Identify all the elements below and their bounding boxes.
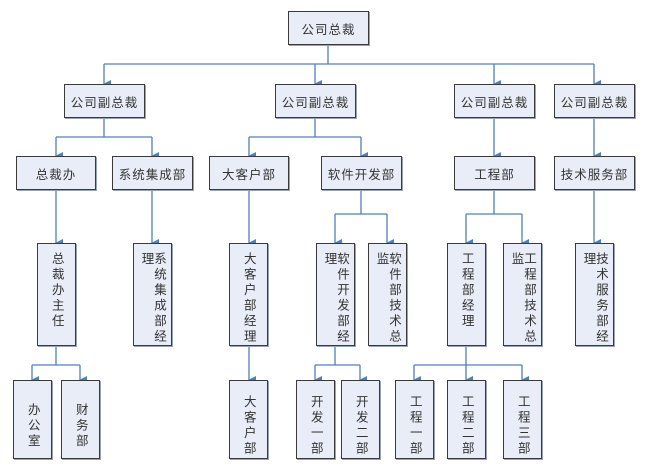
node-label: 技术服务部 bbox=[560, 166, 629, 182]
node-vp-1[interactable]: 公司副总裁 bbox=[64, 84, 145, 118]
node-label: 公司副总裁 bbox=[281, 94, 350, 110]
node-dept-key-accounts[interactable]: 大客户部 bbox=[209, 156, 289, 190]
node-unit-6[interactable]: 工程一部 bbox=[395, 380, 434, 459]
node-label: 开发二部 bbox=[353, 395, 369, 457]
node-label: 开发一部 bbox=[308, 395, 324, 457]
node-dept-president-office[interactable]: 总裁办 bbox=[16, 156, 96, 190]
node-manager-5[interactable]: 软件部技术总监 bbox=[368, 243, 407, 346]
node-unit-4[interactable]: 开发一部 bbox=[296, 380, 335, 459]
node-unit-7[interactable]: 工程二部 bbox=[447, 380, 486, 459]
node-label: 工程部技术总监 bbox=[509, 252, 538, 345]
node-manager-2[interactable]: 系统集成部经理 bbox=[133, 243, 172, 346]
node-unit-8[interactable]: 工程三部 bbox=[503, 380, 542, 459]
node-label: 工程一部 bbox=[407, 395, 423, 457]
node-dept-software-dev[interactable]: 软件开发部 bbox=[321, 156, 402, 190]
node-dept-tech-service[interactable]: 技术服务部 bbox=[554, 156, 635, 190]
node-label: 大客户部经理 bbox=[241, 252, 257, 345]
connector-vp2 bbox=[249, 118, 361, 138]
node-unit-2[interactable]: 财务部 bbox=[61, 380, 100, 459]
node-label: 系统集成部经理 bbox=[139, 252, 168, 345]
node-label: 公司副总裁 bbox=[560, 94, 629, 110]
node-manager-4[interactable]: 软件开发部经理 bbox=[316, 243, 355, 346]
node-label: 工程二部 bbox=[459, 395, 475, 457]
node-label: 总裁办主任 bbox=[49, 252, 65, 330]
node-label: 软件开发部 bbox=[327, 166, 396, 182]
node-label: 技术服务部经理 bbox=[581, 252, 610, 345]
node-unit-3[interactable]: 大客户部 bbox=[229, 380, 268, 459]
node-manager-3[interactable]: 大客户部经理 bbox=[229, 243, 268, 346]
node-label: 大客户部 bbox=[241, 395, 257, 457]
node-label: 公司副总裁 bbox=[70, 94, 139, 110]
node-label: 软件开发部经理 bbox=[322, 252, 351, 345]
node-label: 工程部 bbox=[474, 166, 515, 182]
node-label: 办公室 bbox=[25, 403, 41, 450]
node-president[interactable]: 公司总裁 bbox=[288, 11, 369, 45]
node-vp-4[interactable]: 公司副总裁 bbox=[554, 84, 635, 118]
node-label: 系统集成部 bbox=[118, 166, 187, 182]
node-label: 财务部 bbox=[73, 403, 89, 450]
connector-vp1 bbox=[56, 118, 152, 138]
node-manager-6[interactable]: 工程部经理 bbox=[447, 243, 486, 346]
node-unit-1[interactable]: 办公室 bbox=[13, 380, 52, 459]
node-manager-1[interactable]: 总裁办主任 bbox=[37, 243, 76, 346]
connector-top-to-vps bbox=[104, 45, 594, 65]
node-label: 工程三部 bbox=[515, 395, 531, 457]
node-label: 工程部经理 bbox=[459, 252, 475, 330]
node-dept-system-integration[interactable]: 系统集成部 bbox=[112, 156, 193, 190]
node-label: 公司副总裁 bbox=[460, 94, 529, 110]
node-manager-7[interactable]: 工程部技术总监 bbox=[503, 243, 542, 346]
node-vp-2[interactable]: 公司副总裁 bbox=[275, 84, 356, 118]
node-manager-8[interactable]: 技术服务部经理 bbox=[575, 243, 614, 346]
node-dept-engineering[interactable]: 工程部 bbox=[454, 156, 535, 190]
node-label: 软件部技术总监 bbox=[374, 252, 403, 345]
node-label: 公司总裁 bbox=[301, 21, 356, 37]
node-label: 大客户部 bbox=[221, 166, 276, 182]
node-unit-5[interactable]: 开发二部 bbox=[341, 380, 380, 459]
node-vp-3[interactable]: 公司副总裁 bbox=[454, 84, 535, 118]
node-label: 总裁办 bbox=[35, 166, 77, 182]
